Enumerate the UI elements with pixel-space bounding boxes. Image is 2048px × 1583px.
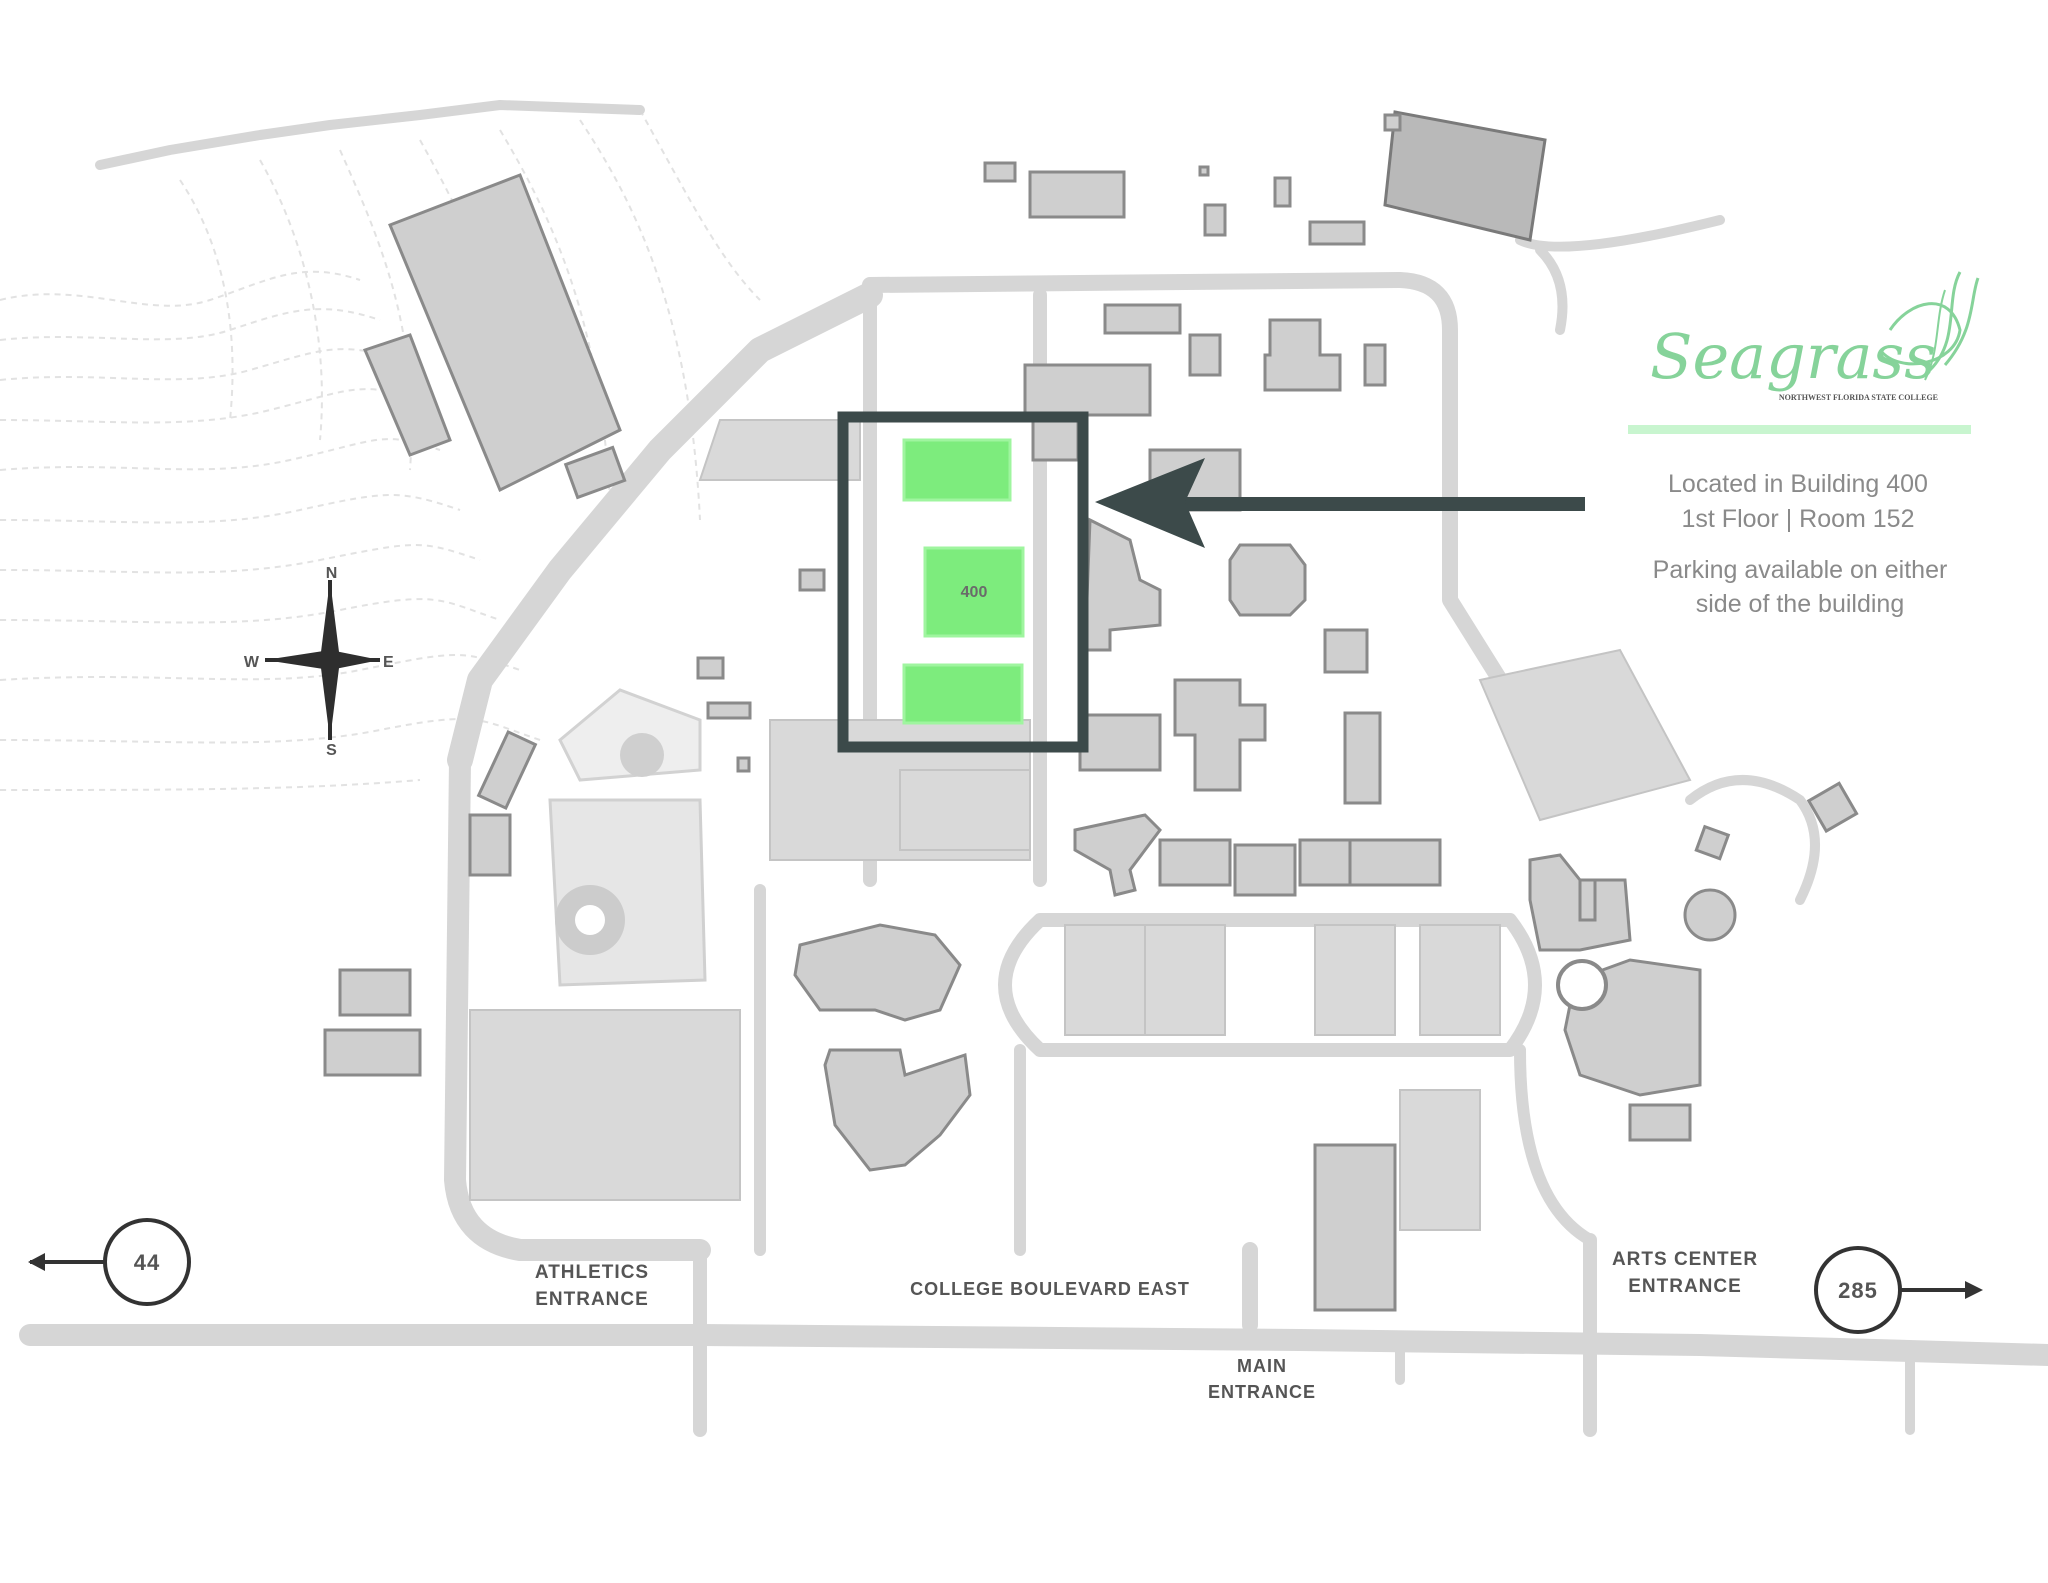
athletics-entrance-line1: ATHLETICS bbox=[535, 1262, 649, 1283]
highway-44-label: 44 bbox=[134, 1250, 160, 1275]
athletics-entrance-line2: ENTRANCE bbox=[535, 1289, 649, 1310]
pointer-arrow bbox=[1095, 458, 1585, 548]
location-line1: Located in Building 400 bbox=[1668, 470, 1928, 498]
parking-lots bbox=[469, 419, 1692, 1231]
compass-east: E bbox=[383, 654, 395, 671]
building-400-shape bbox=[923, 546, 1025, 638]
ball-fields bbox=[548, 688, 707, 987]
compass-north: N bbox=[326, 565, 339, 582]
main-entrance-line1: MAIN bbox=[1237, 1356, 1287, 1376]
main-entrance-line2: ENTRANCE bbox=[1208, 1382, 1316, 1402]
highway-285-marker bbox=[1814, 1246, 1983, 1334]
parking-south-highlight bbox=[902, 663, 1024, 725]
highway-44-marker bbox=[28, 1218, 191, 1306]
compass-west: W bbox=[244, 654, 260, 671]
logo-underline bbox=[1628, 425, 1971, 434]
logo-wordmark: Seagrass bbox=[1650, 320, 1936, 393]
building-400-label: 400 bbox=[961, 584, 988, 601]
seagrass-logo bbox=[1878, 271, 1980, 381]
arts-center-entrance-line1: ARTS CENTER bbox=[1612, 1249, 1758, 1270]
building-400-highlight: 400 bbox=[902, 438, 1025, 725]
college-blvd-label: COLLEGE BOULEVARD EAST bbox=[910, 1279, 1190, 1299]
compass-rose bbox=[265, 580, 380, 740]
topography-lines bbox=[0, 109, 761, 791]
roads bbox=[19, 100, 2048, 1437]
logo-tagline: NORTHWEST FLORIDA STATE COLLEGE bbox=[1779, 393, 1938, 402]
parking-north-highlight bbox=[902, 438, 1012, 502]
buildings bbox=[323, 110, 1859, 1312]
compass-south: S bbox=[326, 742, 338, 759]
highlight-frame bbox=[837, 411, 1089, 753]
location-line2: 1st Floor | Room 152 bbox=[1682, 505, 1915, 533]
parking-line2: side of the building bbox=[1696, 590, 1904, 618]
highway-285-label: 285 bbox=[1838, 1278, 1878, 1303]
parking-line1: Parking available on either bbox=[1653, 556, 1948, 584]
arts-center-entrance-line2: ENTRANCE bbox=[1628, 1276, 1742, 1297]
